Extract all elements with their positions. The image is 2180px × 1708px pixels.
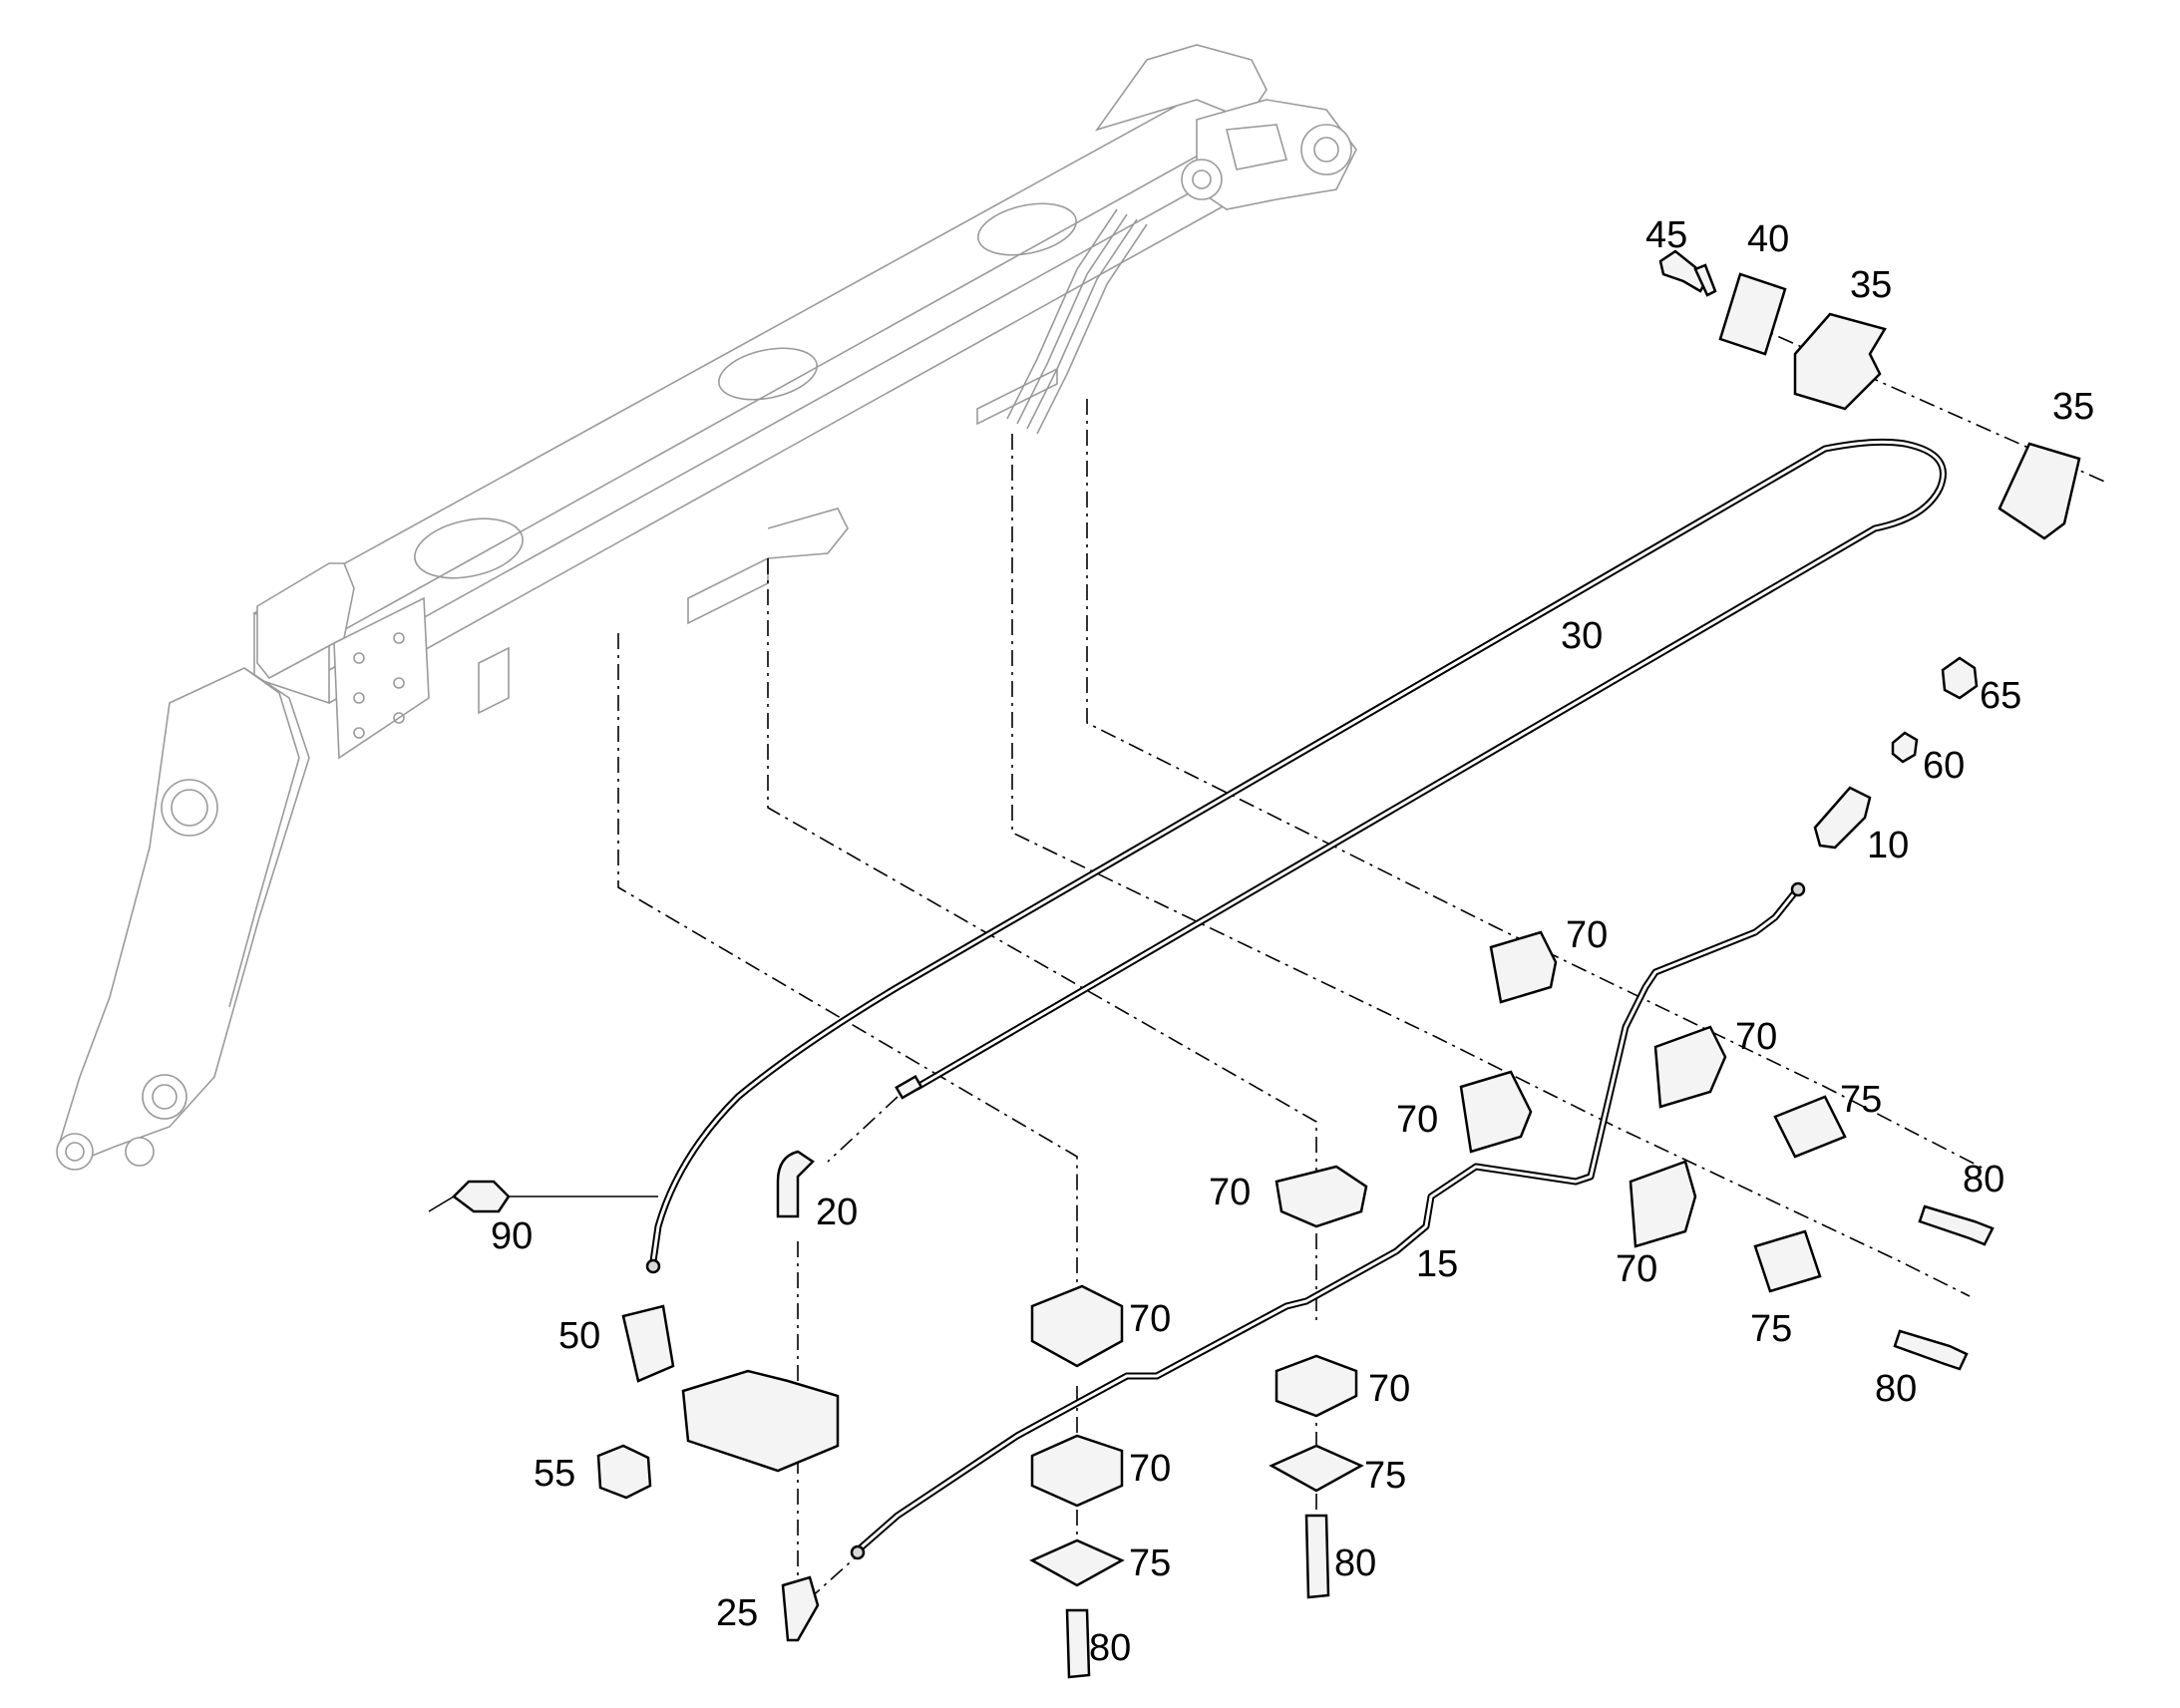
callout-55: 55: [534, 1453, 575, 1495]
callout-10: 10: [1867, 825, 1909, 866]
callout-40: 40: [1747, 218, 1789, 260]
plate-40: [1718, 272, 1787, 356]
callout-75d: 75: [1129, 1542, 1171, 1584]
callout-75b: 75: [1750, 1308, 1792, 1350]
callout-70g: 70: [1368, 1368, 1410, 1410]
callout-70e: 70: [1209, 1172, 1251, 1213]
bolt-80d: [1065, 1608, 1091, 1679]
plate-75a: [1773, 1095, 1847, 1159]
ring-60: [1891, 731, 1919, 764]
callout-75a: 75: [1840, 1079, 1882, 1121]
callout-50: 50: [558, 1315, 600, 1357]
bolt-80b: [1893, 1329, 1969, 1371]
fitting-10: [1813, 786, 1872, 850]
callout-70b: 70: [1735, 1016, 1777, 1058]
bolt-80a: [1918, 1204, 1995, 1246]
plate-75c: [1269, 1444, 1364, 1493]
callout-70f: 70: [1129, 1298, 1171, 1340]
callout-70c: 70: [1396, 1099, 1438, 1141]
plate-75d: [1029, 1538, 1125, 1587]
callout-15: 15: [1416, 1243, 1458, 1285]
callout-90: 90: [491, 1215, 533, 1257]
callout-70a: 70: [1566, 914, 1608, 956]
boom-arm: [56, 44, 1357, 1171]
bolt-80c: [1304, 1514, 1330, 1599]
block-70c: [1459, 1070, 1533, 1154]
clamp-35-lower: [1998, 442, 2081, 540]
block-70g: [1030, 1284, 1124, 1368]
callout-80c: 80: [1334, 1542, 1376, 1584]
callout-35b: 35: [2052, 386, 2094, 428]
block-70a: [1489, 930, 1558, 1004]
callout-30: 30: [1561, 615, 1603, 657]
bolt-45: [1658, 249, 1717, 297]
pipe-15: [850, 881, 1806, 1560]
parts: [428, 249, 2081, 1679]
pipe-30: [645, 438, 1947, 1274]
mount-bracket: [681, 1369, 840, 1473]
block-70b: [1653, 1025, 1727, 1109]
plate-75b: [1753, 1229, 1822, 1293]
callout-35a: 35: [1850, 264, 1892, 306]
block-70f: [1274, 1354, 1358, 1418]
block-70d: [1629, 1160, 1697, 1248]
callout-25: 25: [716, 1592, 758, 1634]
block-70h: [1030, 1434, 1124, 1508]
callout-45: 45: [1645, 214, 1687, 256]
clip-90: [452, 1180, 511, 1213]
connector-50: [621, 1304, 675, 1383]
callout-80a: 80: [1963, 1159, 2004, 1200]
callout-75c: 75: [1364, 1455, 1406, 1497]
nut-55: [596, 1444, 652, 1500]
callout-65: 65: [1980, 675, 2021, 717]
elbow-20: [776, 1150, 815, 1218]
callout-70h: 70: [1129, 1448, 1171, 1490]
callout-80d: 80: [1089, 1627, 1131, 1669]
callout-labels: 45 40 35 35 30 65 60 10 70 70 70 75 80 7…: [491, 214, 2094, 1669]
fitting-25: [781, 1575, 820, 1642]
callout-70d: 70: [1616, 1248, 1657, 1290]
callout-60: 60: [1923, 745, 1965, 787]
callout-20: 20: [816, 1192, 858, 1233]
block-70e: [1274, 1165, 1368, 1228]
callout-80b: 80: [1875, 1368, 1917, 1410]
clamp-35-upper: [1793, 312, 1887, 411]
cap-65: [1941, 656, 1979, 700]
